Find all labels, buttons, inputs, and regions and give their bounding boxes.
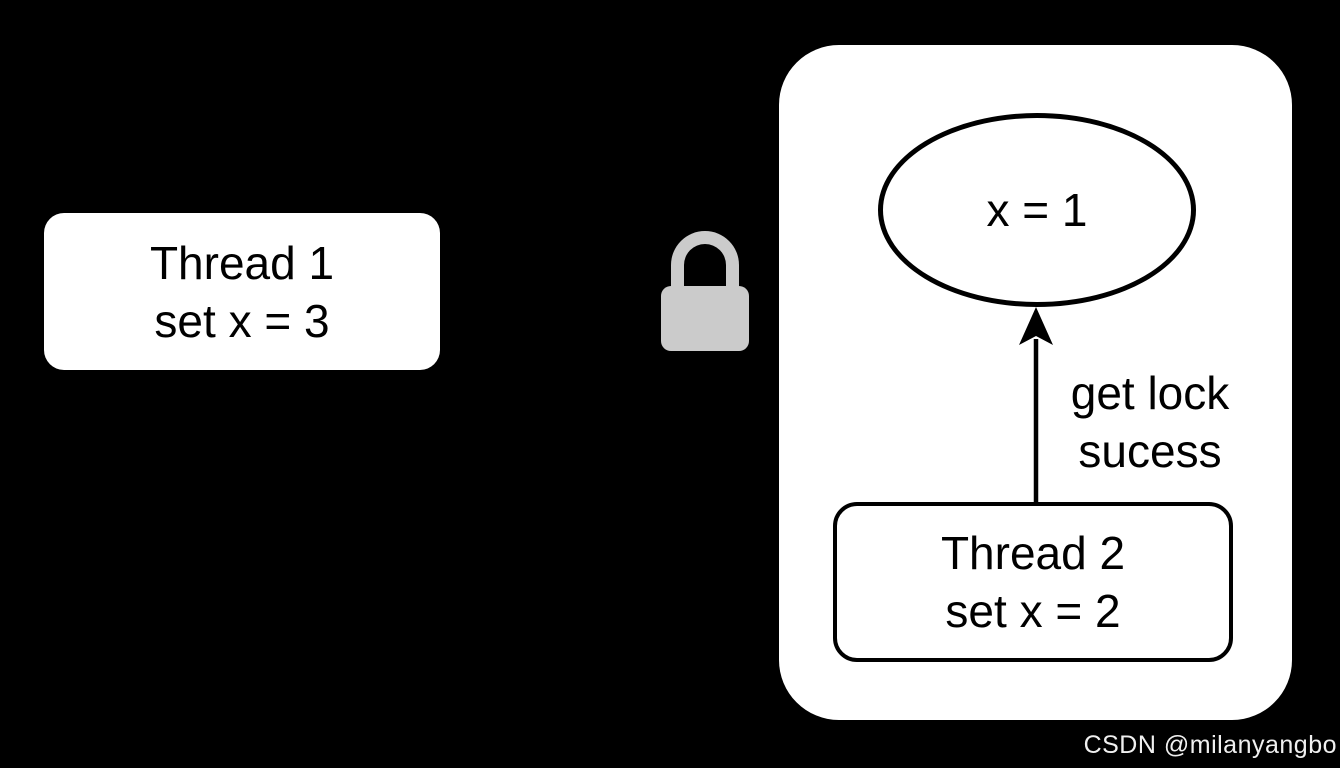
state-node: x = 1 [878, 113, 1196, 307]
lock-body [661, 286, 749, 351]
state-label: x = 1 [986, 184, 1088, 236]
thread2-node: Thread 2 set x = 2 [833, 502, 1233, 662]
locked-region-panel: x = 1 get lock sucess Thread 2 set x = 2 [779, 45, 1292, 720]
edge-label-line2: sucess [1078, 425, 1222, 477]
edge-label: get lock sucess [1035, 364, 1265, 480]
thread1-title: Thread 1 [149, 236, 335, 289]
thread1-action: set x = 3 [154, 294, 330, 347]
edge-label-line1: get lock [1070, 367, 1230, 419]
arrow-up-icon [1019, 307, 1053, 503]
thread2-title: Thread 2 [940, 527, 1126, 579]
lock-icon [661, 231, 749, 351]
thread2-action: set x = 2 [945, 585, 1121, 637]
thread1-node: Thread 1 set x = 3 [44, 213, 440, 370]
watermark: CSDN @milanyangbo [1083, 731, 1337, 759]
